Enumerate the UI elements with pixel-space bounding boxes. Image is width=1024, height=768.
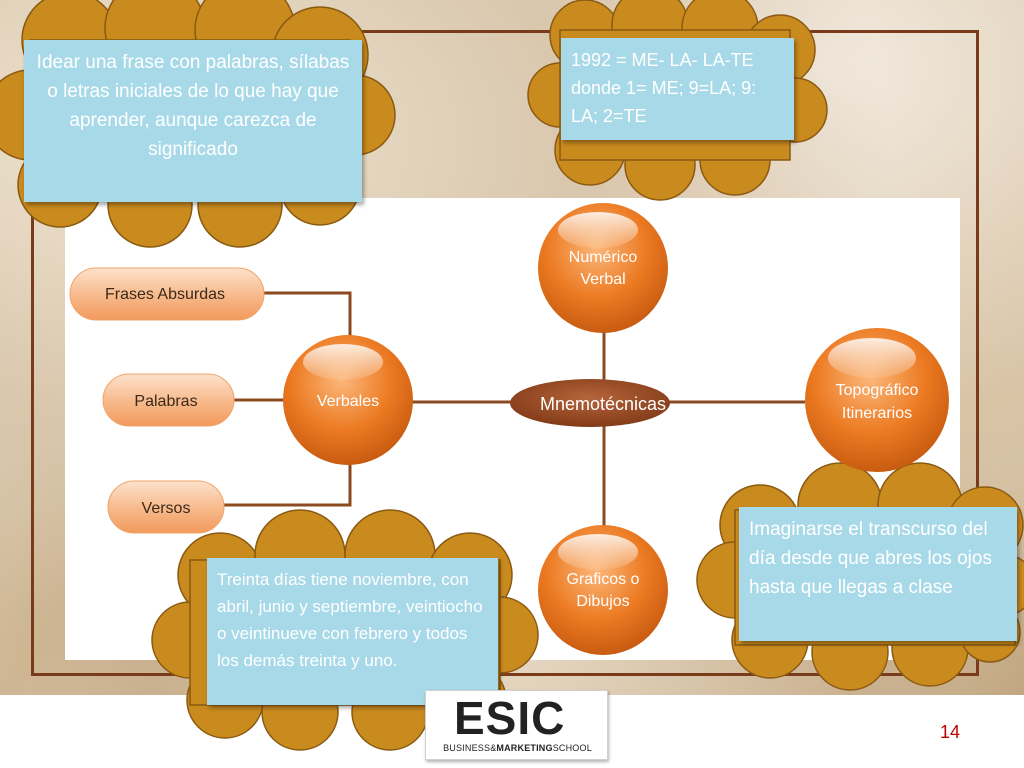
esic-logo-tagline: BUSINESS&MARKETINGSCHOOL [443, 743, 592, 753]
callout-verse: Treinta días tiene noviembre, con abril,… [207, 558, 498, 705]
slide-frame [31, 30, 979, 676]
node-numerico-line1: Numérico [569, 249, 638, 266]
subnode-frases-absurdas-label: Frases Absurdas [105, 286, 225, 303]
callout-number-code: 1992 = ME- LA- LA-TE donde 1= ME; 9=LA; … [561, 38, 794, 140]
esic-logo: ESIC BUSINESS&MARKETINGSCHOOL [425, 690, 608, 760]
node-graficos-line1: Graficos o [567, 571, 640, 588]
subnode-palabras: Palabras [102, 373, 235, 427]
page-number: 14 [939, 722, 961, 742]
node-verbales: Verbales [283, 335, 413, 465]
node-topografico: Topográfico Itinerarios [805, 328, 949, 472]
callout-acronym: Idear una frase con palabras, sílabas o … [24, 40, 362, 202]
node-numerico: Numérico Verbal [538, 203, 668, 333]
center-node-label: Mnemotécnicas [540, 394, 666, 414]
esic-logo-mark: ESIC [454, 692, 566, 744]
node-numerico-line2: Verbal [580, 271, 625, 288]
node-topografico-line1: Topográfico [836, 382, 919, 399]
center-node: Mnemotécnicas [510, 379, 670, 427]
node-topografico-line2: Itinerarios [842, 405, 912, 422]
callout-itinerary: Imaginarse el transcurso del día desde q… [739, 507, 1017, 641]
subnode-frases-absurdas: Frases Absurdas [69, 267, 265, 321]
node-graficos: Graficos o Dibujos [538, 525, 668, 655]
subnode-versos-label: Versos [142, 500, 191, 517]
node-verbales-label: Verbales [317, 393, 379, 410]
node-graficos-line2: Dibujos [576, 593, 629, 610]
subnode-palabras-label: Palabras [134, 393, 197, 410]
connector-lines [224, 291, 805, 530]
subnode-versos: Versos [107, 480, 225, 534]
